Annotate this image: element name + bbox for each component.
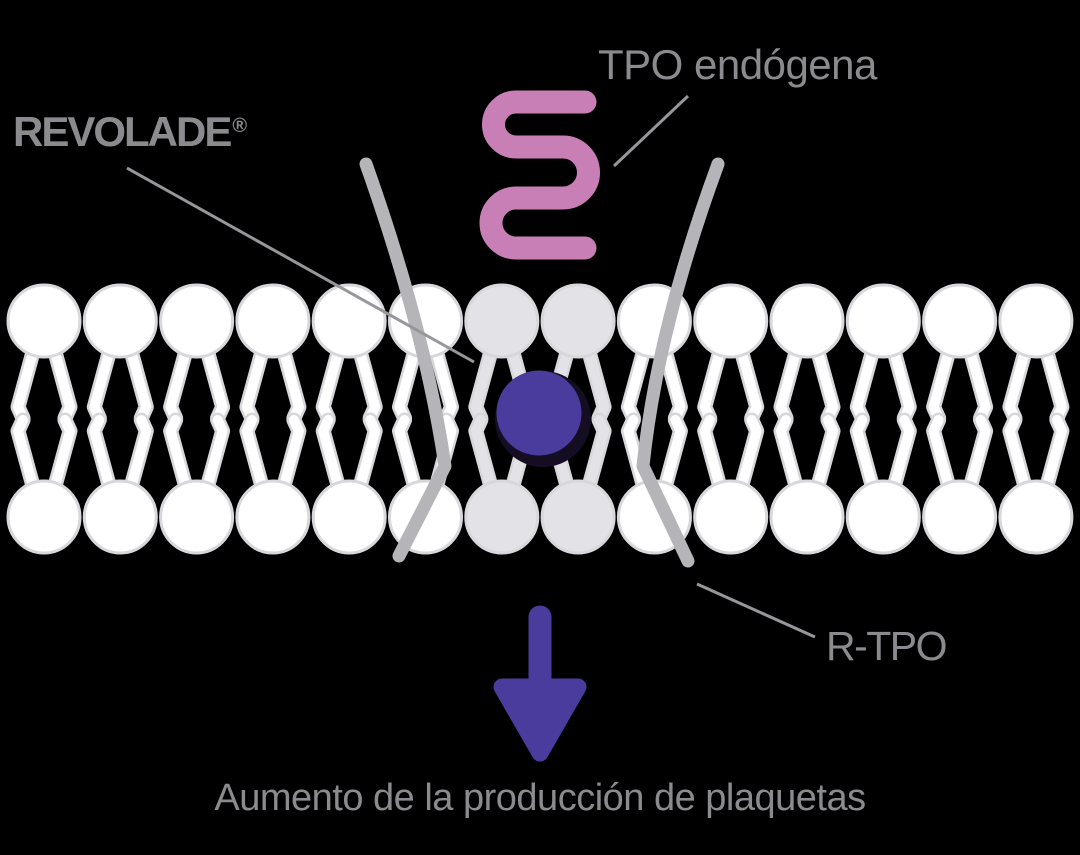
lipid-tail [813,415,838,491]
lipid [998,412,1074,555]
lipid-head [235,283,311,359]
rtpo-label: R-TPO [826,623,948,669]
lipid-head [693,479,769,555]
rtpo-pointer-line [696,582,816,639]
lipid [388,412,463,555]
tpo-label: TPO endógena [598,41,877,88]
lipid-tail [965,415,991,491]
down-arrow-head [493,678,587,762]
receptor-right-curve [636,157,725,568]
lipid [6,412,82,555]
lipid-head [159,479,235,555]
lipid-tail [355,415,381,491]
lipid [845,283,921,426]
lipid [922,412,998,555]
tpo-pointer-line [612,94,690,168]
revolade-label: REVOLADE® [13,111,247,153]
lipid-tail [699,415,725,491]
lipid-tail [584,415,610,491]
lipid [693,412,769,555]
lipid [235,412,311,555]
lipid [82,412,158,555]
lipid-head [769,479,845,555]
lipid-head [82,283,158,359]
lipid-head [311,283,387,359]
revolade-pointer-line [126,166,475,364]
revolade-label-text: REVOLADE [13,108,232,155]
lipid-tail [278,415,304,491]
lipid [769,412,845,555]
drug-circle [496,370,582,456]
lipid-head [311,479,387,555]
lipid-tail [736,415,762,491]
lipid-head [845,479,921,555]
lipid [6,283,82,426]
lipid-head [82,479,158,555]
lipid-tail [13,415,38,491]
lipid-tail [394,415,420,491]
lipid-head [845,283,921,359]
lipid-tail [889,415,915,491]
lipid-head [6,479,82,555]
down-arrow [493,605,587,762]
lipid [235,283,311,426]
lipid-tail [1004,415,1030,491]
lipid [998,283,1074,426]
lipid-tail [318,415,344,491]
lipid-tail [852,415,878,491]
lipid-tail [165,415,191,491]
lipid-tail [50,415,75,491]
lipid-head [693,283,769,359]
lipid-head [540,283,616,359]
lipid [82,283,158,426]
lipid-head [922,479,998,555]
lipid-tail [1041,415,1067,491]
lipid [922,283,998,426]
lipid-tail [202,415,228,491]
caption-text: Aumento de la producción de plaquetas [214,777,866,819]
lipid-tail [241,415,267,491]
lipid-head [922,283,998,359]
lipid-head [998,283,1074,359]
lipid [159,412,235,555]
tpo-molecule [479,90,600,260]
lipid-head [235,479,311,555]
lipid-tail [126,415,152,491]
lipid-tail [660,415,686,491]
lipid [693,283,769,426]
lipid [845,412,921,555]
lipid-head [159,283,235,359]
lipid [769,283,845,426]
lipid-tail [928,415,954,491]
lipid-tail [776,415,801,491]
lipid-head [998,479,1074,555]
lipid-head [540,479,616,555]
lipid-tail [470,415,496,491]
registered-mark: ® [232,115,248,137]
lipid [159,283,235,426]
lipid-head [464,479,540,555]
lipid [311,412,387,555]
lipid-head [6,283,82,359]
lipid-tail [89,415,115,491]
lipid-head [464,283,540,359]
lipid-head [769,283,845,359]
